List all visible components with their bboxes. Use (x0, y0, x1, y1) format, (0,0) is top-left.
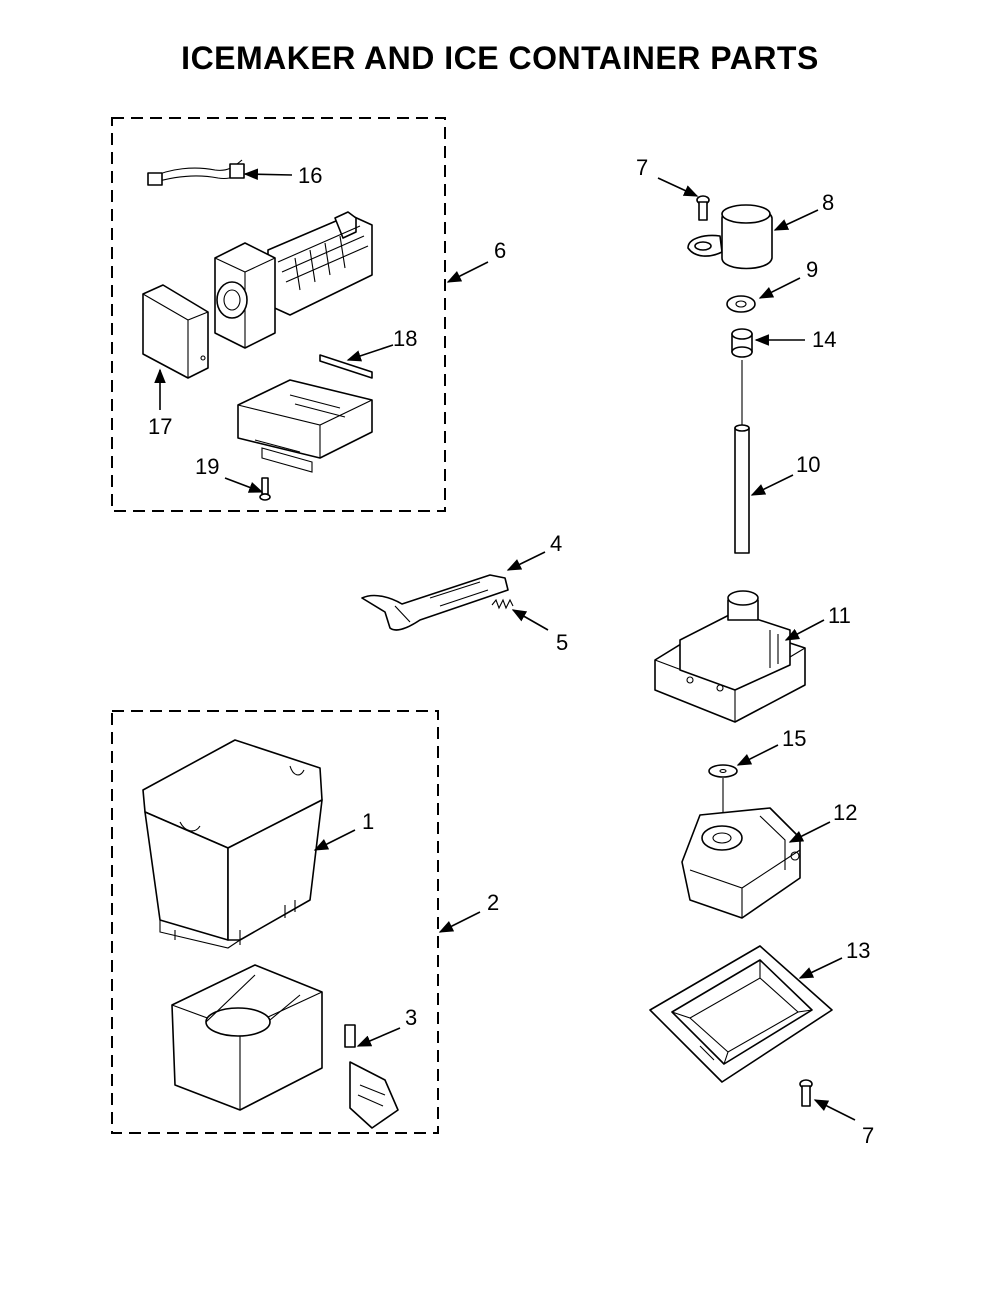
callout-16: 16 (298, 163, 322, 188)
auger-shaft-part[interactable] (734, 424, 750, 554)
motor-housing-part[interactable] (654, 590, 806, 723)
callout-15: 15 (782, 726, 806, 751)
callout-10: 10 (796, 452, 820, 477)
callout-9: 9 (806, 257, 818, 282)
callout-7-bottom: 7 (862, 1123, 874, 1148)
fill-tube-clip-part[interactable] (319, 354, 373, 379)
icemaker-part[interactable] (214, 211, 373, 349)
motor-screw-top-part[interactable] (696, 195, 710, 221)
wire-harness-part[interactable] (147, 159, 245, 186)
callout-17: 17 (148, 414, 172, 439)
callout-2: 2 (487, 890, 499, 915)
icemaker-assembly-group-box (111, 117, 446, 512)
callout-5: 5 (556, 630, 568, 655)
callout-13: 13 (846, 938, 870, 963)
page-title: ICEMAKER AND ICE CONTAINER PARTS (181, 40, 819, 76)
dispenser-door-part[interactable] (344, 1024, 399, 1129)
ice-bin-base-part[interactable] (171, 964, 323, 1111)
washer-part[interactable] (726, 295, 756, 313)
callout-19: 19 (195, 454, 219, 479)
ice-container-group-box (111, 710, 439, 1134)
motor-washer-part[interactable] (708, 764, 738, 820)
door-link-part[interactable] (361, 574, 509, 631)
mounting-bracket-part[interactable] (237, 379, 373, 473)
callout-14: 14 (812, 327, 836, 352)
motor-tray-part[interactable] (649, 945, 833, 1083)
callout-12: 12 (833, 800, 857, 825)
callout-11: 11 (828, 603, 851, 628)
callout-7-top: 7 (636, 155, 648, 180)
auger-motor-part[interactable] (681, 807, 801, 919)
ice-bucket-part[interactable] (142, 739, 323, 949)
callout-4: 4 (550, 531, 562, 556)
auger-bearing-cap-part[interactable] (687, 204, 773, 270)
callout-18: 18 (393, 326, 417, 351)
callout-1: 1 (362, 809, 374, 834)
callout-8: 8 (822, 190, 834, 215)
leader-lines (154, 168, 856, 1121)
icemaker-cover-part[interactable] (142, 284, 209, 379)
tray-screw-part[interactable] (799, 1079, 813, 1107)
link-spring-part[interactable] (491, 598, 514, 610)
callout-6: 6 (494, 238, 506, 263)
bracket-screw-part[interactable] (259, 477, 271, 501)
bushing-part[interactable] (731, 328, 753, 358)
callout-3: 3 (405, 1005, 417, 1030)
